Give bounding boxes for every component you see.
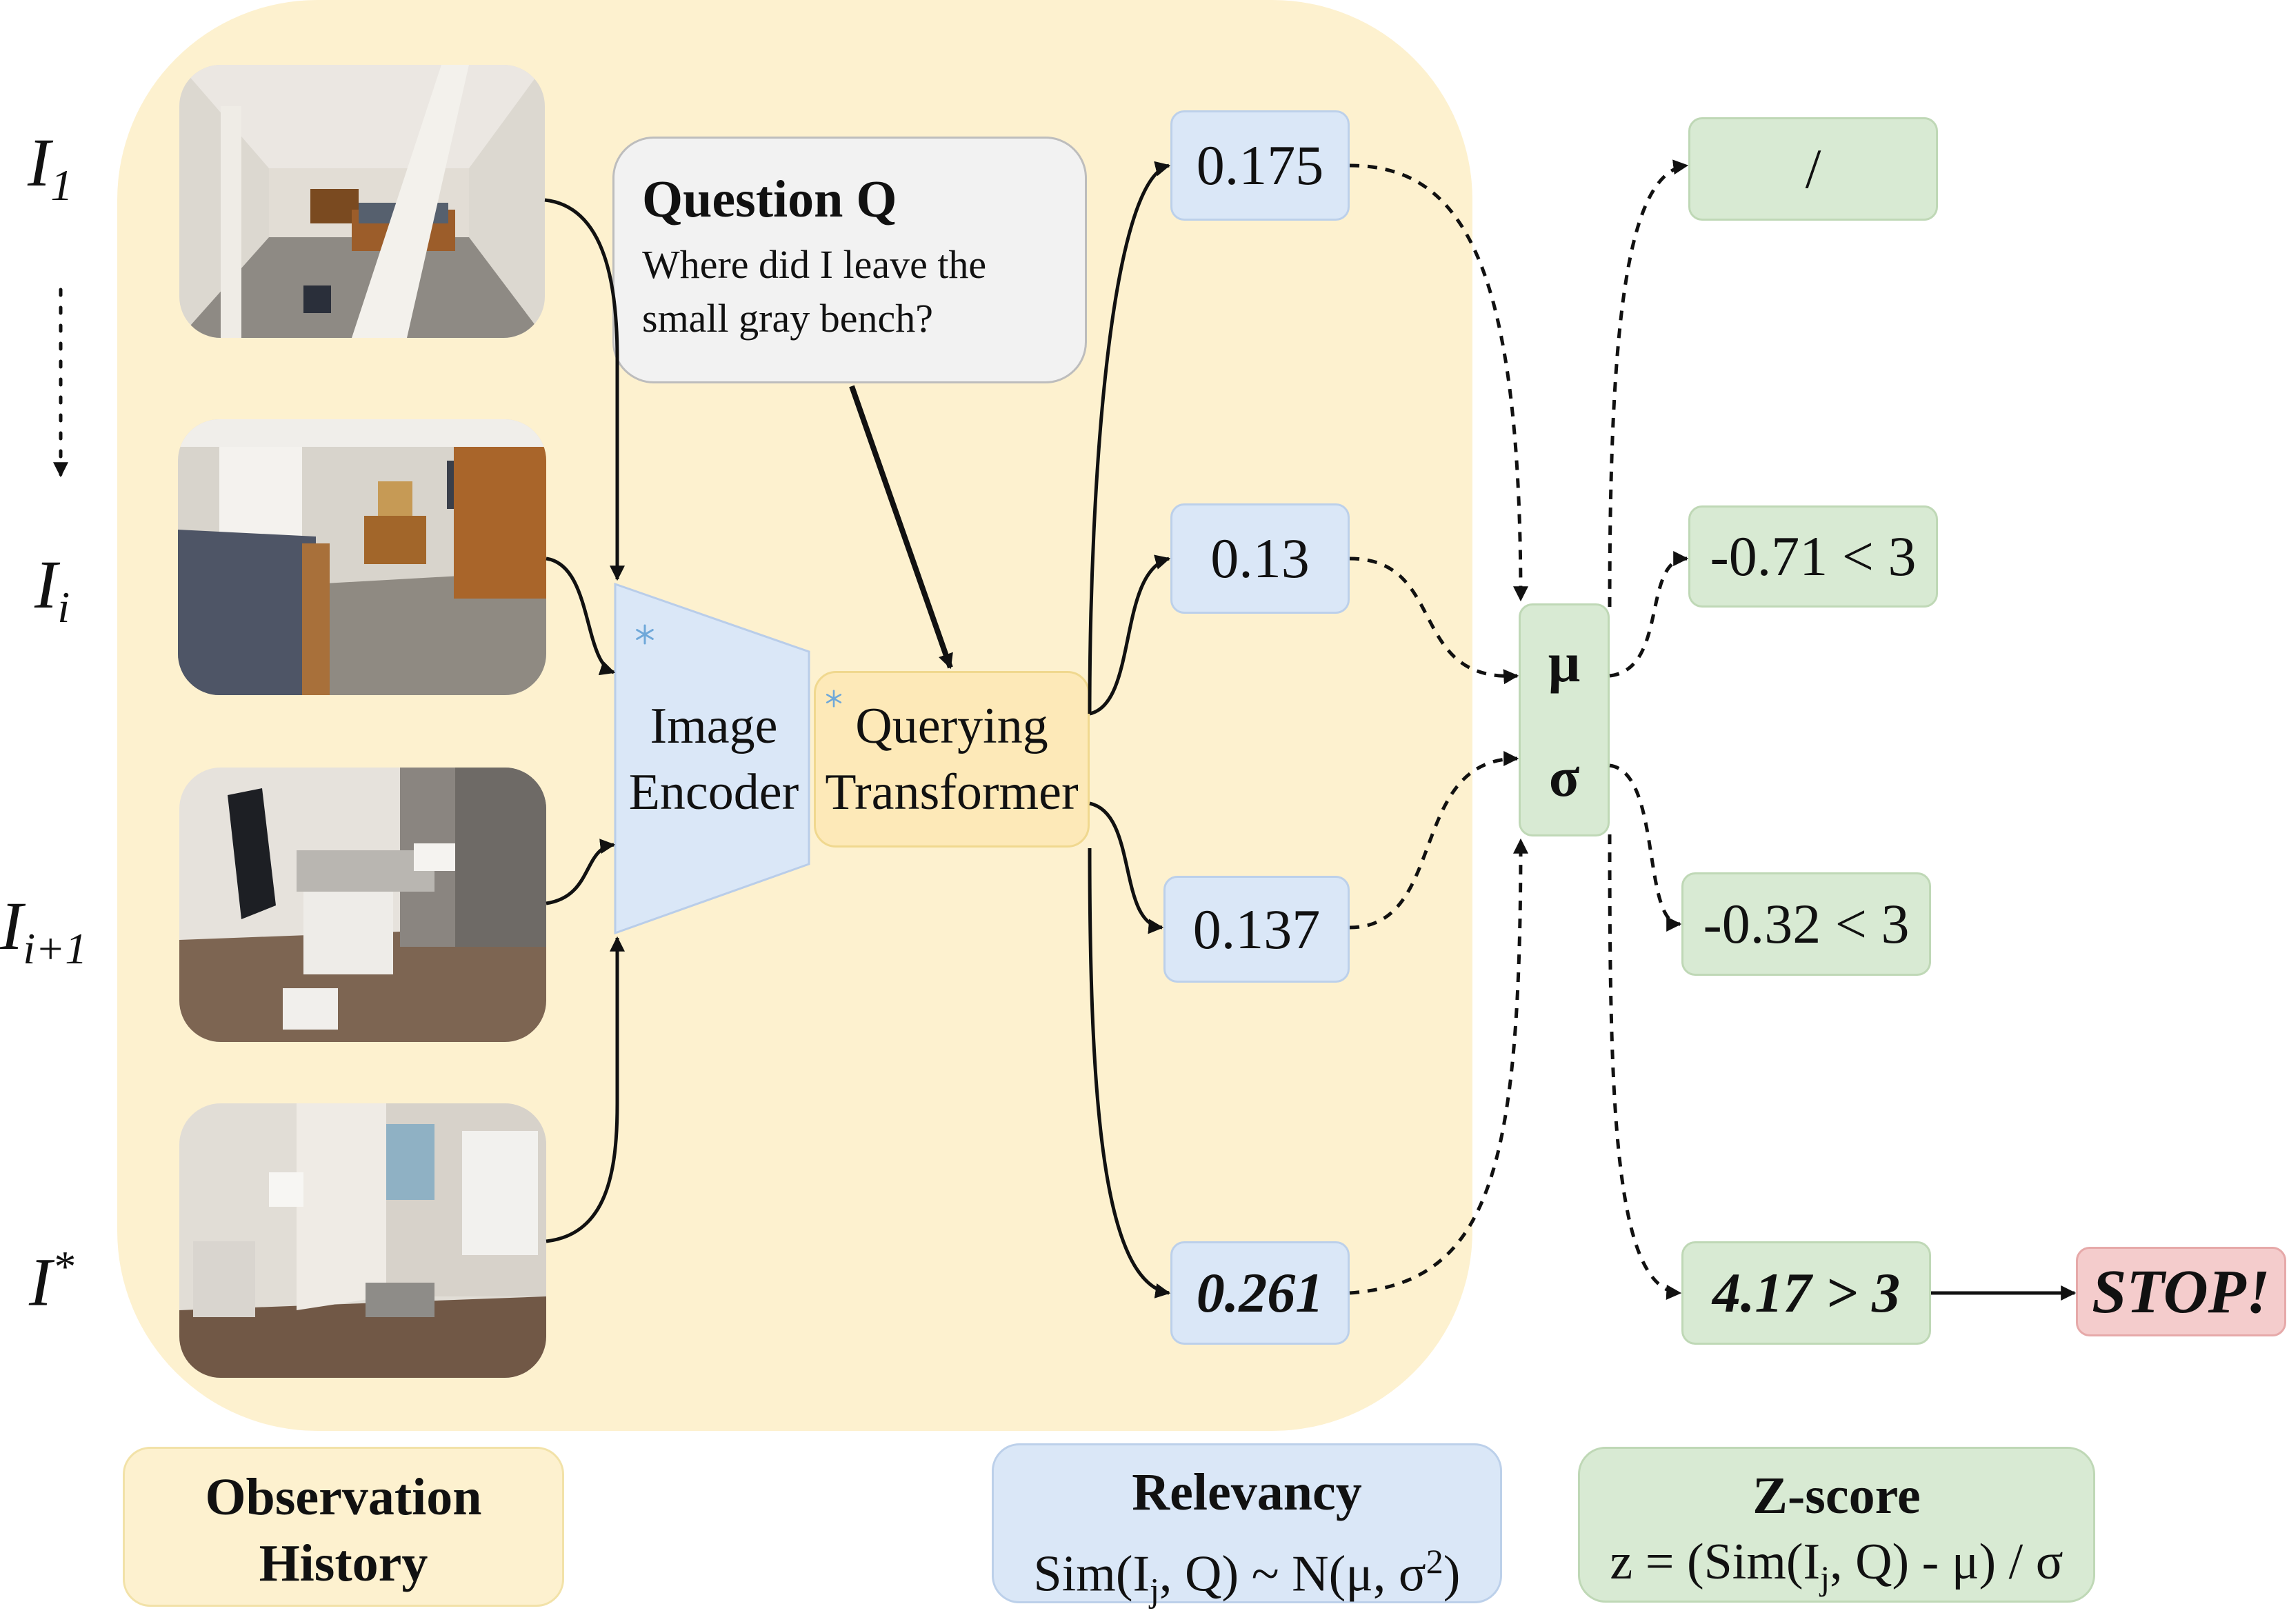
room-photo-3 [179,768,546,1042]
question-box: Question Q Where did I leave the small g… [612,137,1087,383]
zscore-3: -0.32 < 3 [1681,872,1931,976]
snowflake-icon [825,690,843,708]
legend-relevancy: Relevancy Sim(Ij, Q) ~ N(μ, σ2) [992,1443,1502,1609]
legend-zscore: Z-score z = (Sim(Ij, Q) - μ) / σ [1578,1447,2095,1603]
room-photo-4 [179,1103,546,1378]
arrow-photo1-encoder [544,198,625,581]
zscore-4: 4.17 > 3 [1681,1241,1931,1345]
image-encoder-block [614,583,810,934]
dashed-stats-zscore2 [1609,551,1689,678]
querying-transformer-block [814,671,1090,848]
dashed-score1-stats [1349,163,1528,602]
frame-label-star: I* [29,1242,74,1321]
relevancy-formula: Sim(Ij, Q) ~ N(μ, σ2) [1033,1542,1461,1610]
arrow-qformer-score2 [1089,554,1171,716]
dashed-score3-stats [1349,751,1519,930]
arrow-photo2-encoder [546,557,616,676]
relevancy-score-1: 0.175 [1170,110,1350,221]
arrow-photo3-encoder [546,839,616,905]
relevancy-score-4: 0.261 [1170,1241,1350,1345]
room-photo-2 [178,419,546,695]
dashed-stats-zscore3 [1609,763,1682,932]
arrow-qformer-score1 [1088,161,1171,714]
dashed-stats-zscore4 [1608,834,1682,1300]
std-label: σ [1548,745,1580,808]
snowflake-icon [634,624,655,645]
dashed-score4-stats [1349,838,1528,1295]
arrow-qformer-score3 [1089,801,1164,934]
dashed-stats-zscore1 [1608,159,1689,608]
arrow-question-qformer [849,385,953,670]
room-photo-1 [179,65,545,338]
mean-label: μ [1548,631,1581,694]
relevancy-score-2: 0.13 [1170,503,1350,614]
question-text: Where did I leave the small gray bench? [642,242,987,341]
zscore-formula: z = (Sim(Ij, Q) - μ) / σ [1610,1534,2063,1597]
mean-std-box: μ σ [1519,603,1610,836]
dashed-score2-stats [1349,557,1519,685]
arrow-photo4-encoder [546,936,625,1243]
relevancy-score-3: 0.137 [1163,876,1350,983]
legend-observation: Observation History [123,1447,564,1607]
arrow-qformer-score4 [1088,848,1171,1299]
zscore-1: / [1688,117,1938,221]
frame-label-first: I1 [28,124,73,210]
stop-box: STOP! [2076,1247,2286,1336]
frame-label-i-plus-1: Ii+1 [0,888,88,973]
frame-label-i: Ii [34,546,70,632]
question-title: Question Q [642,170,897,228]
zscore-2: -0.71 < 3 [1688,505,1938,608]
